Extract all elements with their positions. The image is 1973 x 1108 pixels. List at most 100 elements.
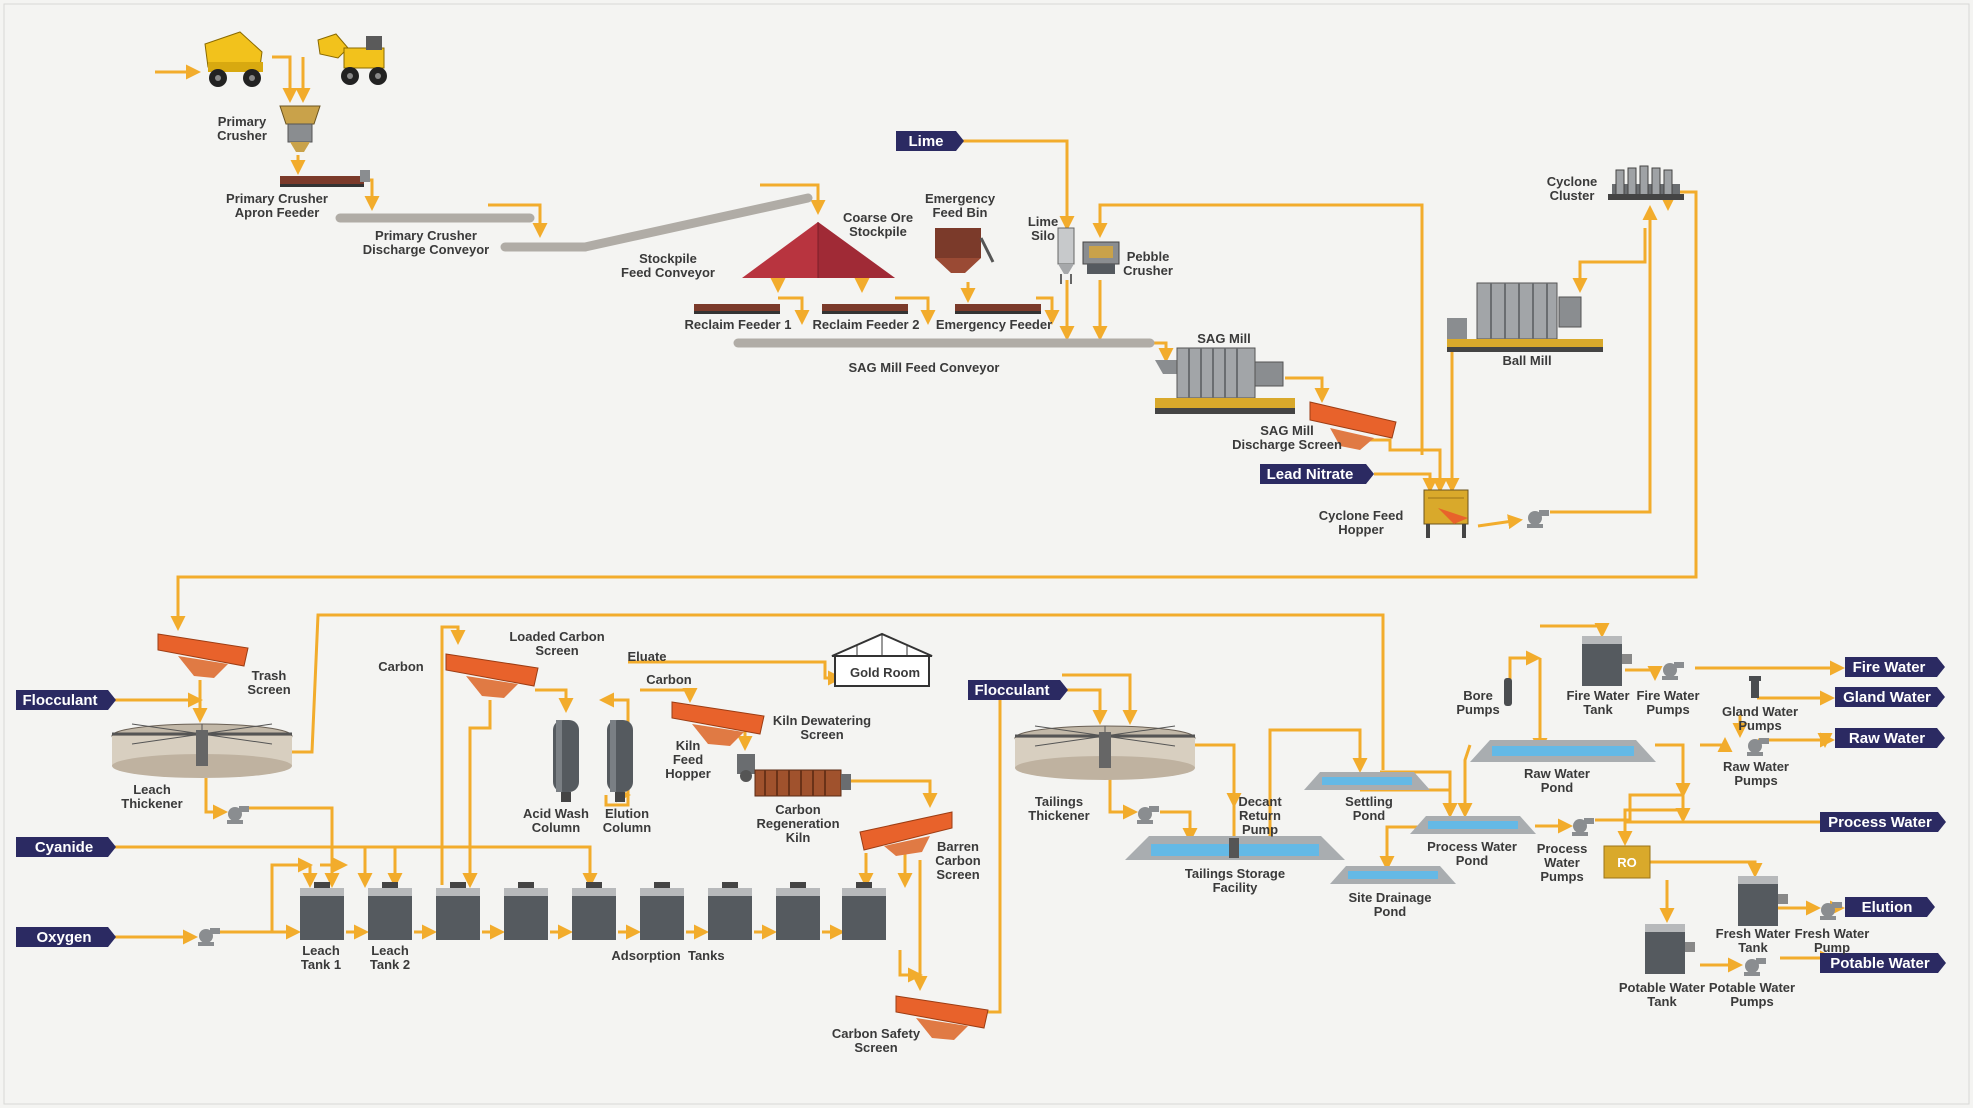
emergency-feed-bin-icon: [935, 228, 995, 273]
sag-mill-label: SAG Mill: [1197, 331, 1250, 346]
lime-input: Lime: [896, 131, 964, 151]
sag-mill-icon: [1155, 347, 1295, 414]
lead-nitrate-label: Lead Nitrate: [1267, 466, 1354, 483]
leach-thickener-label-2: Thickener: [121, 796, 182, 811]
cyclone-feed-hopper-label: Cyclone Feed: [1319, 508, 1404, 523]
loaded-carbon-screen-label: Loaded Carbon: [509, 629, 604, 644]
apron-feeder-label: Primary Crusher: [226, 191, 328, 206]
reclaim-feeder-1-label: Reclaim Feeder 1: [685, 317, 792, 332]
reclaim-feeder-1-icon: [694, 304, 780, 314]
tailings-thickener-label-2: Thickener: [1028, 808, 1089, 823]
tailings-thickener-icon: [1014, 725, 1196, 780]
loaded-carbon-screen-label-2: Screen: [535, 643, 578, 658]
cyclone-cluster-icon: [1608, 165, 1684, 200]
carbon-safety-screen-icon: [895, 995, 989, 1040]
fresh-water-pump-label-2: Pump: [1814, 940, 1850, 955]
kiln-feed-hopper-label: Kiln: [676, 738, 701, 753]
leach-thickener-icon: [111, 723, 293, 778]
oxygen-input: Oxygen: [16, 927, 116, 947]
potable-water-tank-label-2: Tank: [1647, 994, 1677, 1009]
cyclone-cluster-label: Cyclone: [1547, 174, 1598, 189]
apron-feeder-label-2: Apron Feeder: [235, 205, 320, 220]
gold-room-icon: [831, 632, 933, 687]
emergency-feed-bin-label: Emergency: [925, 191, 996, 206]
regeneration-kiln-label-3: Kiln: [786, 830, 811, 845]
decant-return-pump-label-2: Return: [1239, 808, 1281, 823]
output-tags: Fire Water Gland Water Raw Water Process…: [1820, 657, 1946, 973]
regeneration-kiln-label: Carbon: [775, 802, 821, 817]
kiln-dewatering-screen-label: Kiln Dewatering: [773, 713, 871, 728]
elution-column-label-2: Column: [603, 820, 651, 835]
conveyors: [335, 193, 1155, 348]
primary-crusher-label-2: Crusher: [217, 128, 267, 143]
trash-screen-icon: [157, 633, 249, 678]
ball-mill-label: Ball Mill: [1502, 353, 1551, 368]
tailings-storage-facility-label: Tailings Storage: [1185, 866, 1285, 881]
elution-output: Elution: [1845, 897, 1935, 917]
decant-return-pump-label-3: Pump: [1242, 822, 1278, 837]
haul-truck-icon: [204, 31, 263, 87]
cyclone-feed-hopper-icon: [1423, 489, 1469, 538]
acid-wash-column-icon: [553, 720, 579, 802]
kiln-feed-hopper-label-3: Hopper: [665, 766, 711, 781]
tailings-storage-facility-label-2: Facility: [1213, 880, 1259, 895]
carbon-label: Carbon: [378, 659, 424, 674]
gland-water-pumps-label-2: Pumps: [1738, 718, 1781, 733]
barren-carbon-screen-label-2: Carbon: [935, 853, 981, 868]
sag-discharge-screen-label-2: Discharge Screen: [1232, 437, 1342, 452]
kiln-dewatering-screen-label-2: Screen: [800, 727, 843, 742]
fire-water-label: Fire Water: [1853, 659, 1926, 676]
site-drainage-pond-icon: [1330, 866, 1456, 884]
raw-water-output: Raw Water: [1835, 728, 1945, 748]
lime-silo-label-2: Silo: [1031, 228, 1055, 243]
elution-column-icon: [607, 720, 633, 802]
settling-pond-label-2: Pond: [1353, 808, 1386, 823]
kiln-feed-hopper-icon: [737, 754, 755, 782]
cyclone-cluster-label-2: Cluster: [1550, 188, 1595, 203]
wheel-loader-icon: [317, 33, 387, 85]
primary-crusher-label: Primary: [218, 114, 267, 129]
fresh-water-pump-label: Fresh Water: [1795, 926, 1870, 941]
loaded-carbon-screen-icon: [445, 653, 539, 698]
lime-label: Lime: [908, 133, 943, 150]
bore-pumps-label: Bore: [1463, 688, 1493, 703]
stockpile-feed-conveyor-label-2: Feed Conveyor: [621, 265, 715, 280]
raw-water-pond-icon: [1470, 740, 1656, 762]
sag-mill-discharge-screen-icon: [1309, 401, 1397, 450]
process-water-pumps-label-3: Pumps: [1540, 869, 1583, 884]
lime-silo-icon: [1057, 227, 1075, 284]
leach-tank-2-label-2: Tank 2: [370, 957, 410, 972]
leach-tank-1-label-2: Tank 1: [301, 957, 341, 972]
ro-unit: RO: [1603, 845, 1651, 879]
carbon-regeneration-kiln-icon: [754, 769, 851, 797]
gland-water-label: Gland Water: [1843, 689, 1931, 706]
site-drainage-pond-label-2: Pond: [1374, 904, 1407, 919]
sag-mill-feed-conveyor-label: SAG Mill Feed Conveyor: [849, 360, 1000, 375]
coarse-ore-stockpile-label: Coarse Ore: [843, 210, 913, 225]
gold-room-label: Gold Room: [850, 665, 920, 680]
reclaim-feeder-2-icon: [822, 304, 908, 314]
gland-water-pump-icon: [1749, 676, 1761, 698]
lead-nitrate-input: Lead Nitrate: [1260, 464, 1374, 484]
process-water-pond-label: Process Water: [1427, 839, 1517, 854]
kiln-feed-hopper-label-2: Feed: [673, 752, 703, 767]
gland-water-output: Gland Water: [1835, 687, 1945, 707]
